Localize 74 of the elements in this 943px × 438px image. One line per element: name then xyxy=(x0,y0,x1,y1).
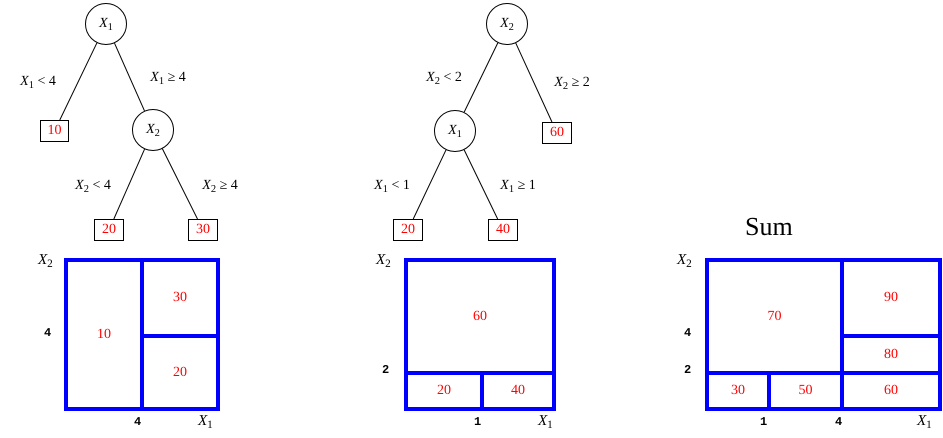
node-text: 40 xyxy=(496,223,510,237)
axis-label: X$_{1}$ xyxy=(198,413,213,429)
node-text: 10 xyxy=(48,124,62,138)
node-text: 30 xyxy=(196,223,210,237)
edge-label: X$_{1}$ ≥ 4 xyxy=(150,70,186,85)
partition-region xyxy=(142,336,218,409)
node-text: 80 xyxy=(884,348,898,362)
tick-label: 4 xyxy=(684,326,692,340)
partition-region xyxy=(142,260,218,336)
axis-label: X$_{2}$ xyxy=(38,252,53,268)
node-text: 50 xyxy=(798,384,812,398)
tick-label: 4 xyxy=(134,415,142,429)
leaf-box xyxy=(188,219,218,241)
partition-region xyxy=(842,373,940,409)
node-text: 40 xyxy=(511,384,525,398)
partition-region xyxy=(66,260,142,409)
node-text: 60 xyxy=(884,384,898,398)
partition-region xyxy=(482,373,554,409)
leaf-box xyxy=(40,120,69,142)
partition-region xyxy=(842,260,940,336)
leaf-box xyxy=(94,219,124,241)
leaf-box xyxy=(488,219,518,241)
node-text: 20 xyxy=(102,223,116,237)
node-text: X$_{1}$ xyxy=(99,17,113,31)
node-text: 90 xyxy=(884,291,898,305)
edge-label: X$_{1}$ < 1 xyxy=(374,178,410,193)
axis-label: X$_{2}$ xyxy=(677,252,692,268)
edge-label: X$_{2}$ ≥ 2 xyxy=(554,75,590,90)
node-text: 70 xyxy=(768,310,782,324)
leaf-box xyxy=(393,219,423,241)
node-text: 10 xyxy=(97,328,111,342)
edge-label: X$_{1}$ < 4 xyxy=(20,74,56,89)
tick-label: 4 xyxy=(44,326,52,340)
node-text: 20 xyxy=(173,366,187,380)
partition-region xyxy=(406,373,482,409)
partition-region xyxy=(842,336,940,373)
axis-label: X$_{1}$ xyxy=(917,413,932,429)
partition-region xyxy=(707,373,769,409)
tree-branch-line xyxy=(464,149,498,220)
tick-label: 2 xyxy=(684,363,692,377)
axis-label: X$_{2}$ xyxy=(376,252,391,268)
node-text: X$_{2}$ xyxy=(146,123,160,137)
node-text: 20 xyxy=(437,384,451,398)
tree-branch-line xyxy=(412,149,446,220)
axis-label: X$_{1}$ xyxy=(538,413,553,429)
plot-title: Sum xyxy=(745,212,793,241)
edge-label: X$_{2}$ ≥ 4 xyxy=(202,178,238,193)
partition-region xyxy=(769,373,842,409)
tree-branch-line xyxy=(114,42,145,112)
node-text: 30 xyxy=(731,384,745,398)
tree-branch-line xyxy=(113,148,146,220)
tree-branch-line xyxy=(464,42,498,113)
edge-label: X$_{2}$ < 4 xyxy=(75,178,111,193)
tick-label: 1 xyxy=(474,415,482,429)
edge-label: X$_{2}$ < 2 xyxy=(426,70,462,85)
node-text: 60 xyxy=(550,126,564,140)
partition-region xyxy=(406,260,554,373)
node-text: 20 xyxy=(401,223,415,237)
tree-branch-line xyxy=(515,42,552,122)
edge-label: X$_{1}$ ≥ 1 xyxy=(500,178,536,193)
partition-plot xyxy=(404,258,556,411)
node-text: 30 xyxy=(173,291,187,305)
leaf-box xyxy=(542,122,572,144)
tick-label: 1 xyxy=(760,415,768,429)
tick-label: 4 xyxy=(835,415,842,429)
partition-plot xyxy=(64,258,220,411)
tree-branch-line xyxy=(59,42,98,120)
node-text: 60 xyxy=(473,310,487,324)
tick-label: 2 xyxy=(382,363,390,377)
partition-plot xyxy=(705,258,942,411)
node-text: X$_{2}$ xyxy=(500,17,514,31)
partition-region xyxy=(707,260,842,373)
node-text: X$_{1}$ xyxy=(448,124,462,138)
tree-branch-line xyxy=(162,148,198,220)
